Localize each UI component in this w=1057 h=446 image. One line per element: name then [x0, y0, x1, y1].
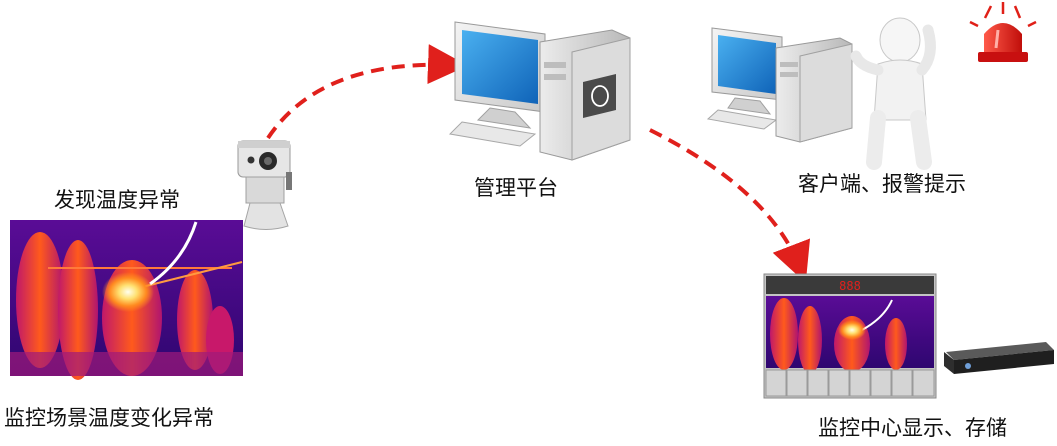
label-client-alarm: 客户端、报警提示	[798, 172, 966, 196]
video-wall-display-code: 888	[839, 279, 861, 293]
label-scene-anomaly: 监控场景温度变化异常	[4, 406, 214, 430]
label-management: 管理平台	[474, 176, 558, 200]
video-wall-icon	[763, 273, 937, 399]
person-figure-icon	[850, 17, 936, 170]
label-monitor-center: 监控中心显示、存储	[818, 416, 1007, 440]
video-wall-panels	[765, 369, 935, 397]
label-temp-found: 发现温度异常	[54, 188, 180, 212]
arrow-platform-to-center	[649, 128, 811, 283]
thermal-camera-icon	[237, 140, 292, 230]
nvr-recorder-icon	[944, 342, 1054, 374]
client-computer-icon	[706, 27, 853, 143]
arrow-camera-to-platform	[266, 44, 468, 140]
thermal-image-icon	[10, 220, 243, 380]
server-computer-icon	[448, 21, 631, 161]
alarm-light-icon	[969, 2, 1037, 62]
